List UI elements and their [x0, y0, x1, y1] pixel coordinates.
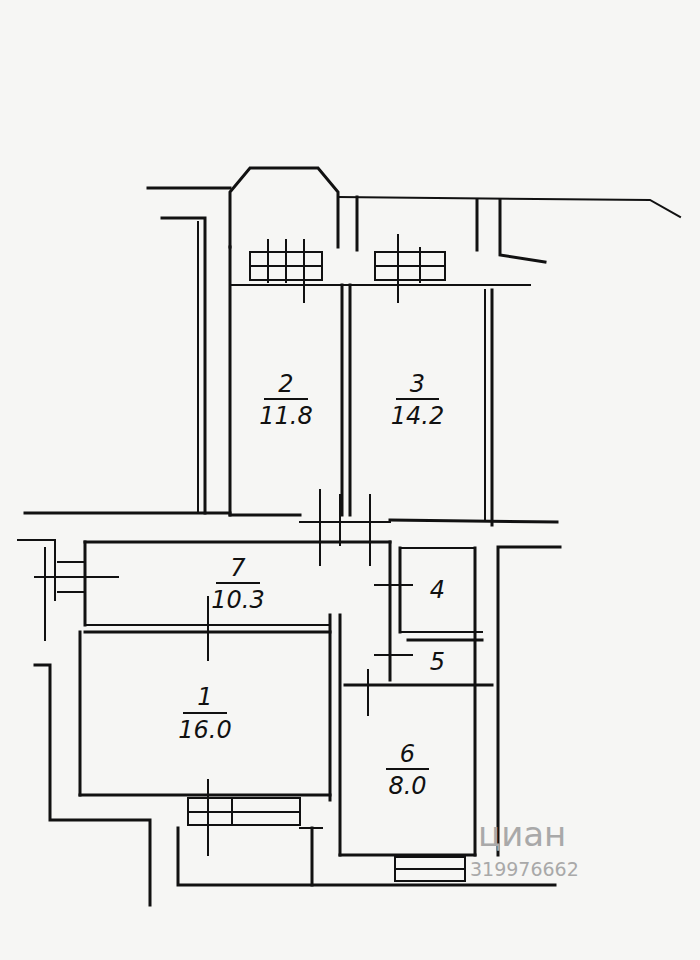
room-area: 16.0	[178, 717, 231, 743]
room: 5	[402, 642, 473, 683]
watermark: 319976662	[470, 858, 579, 880]
room-number: 3	[396, 371, 439, 400]
room-number: 2	[264, 371, 307, 400]
room: 211.8	[232, 287, 340, 513]
room: 710.3	[88, 545, 388, 623]
room: 314.2	[352, 287, 483, 513]
room-area: 8.0	[388, 773, 426, 799]
room-area: 10.3	[211, 587, 264, 613]
room-number: 1	[183, 684, 226, 713]
watermark: циан	[478, 814, 566, 854]
room: 116.0	[82, 634, 328, 793]
room: 4	[402, 550, 473, 630]
room-number: 7	[216, 555, 259, 584]
room-number: 4	[430, 577, 445, 603]
room-area: 14.2	[391, 403, 444, 429]
room-number: 6	[386, 741, 429, 770]
room: 68.0	[342, 687, 473, 853]
room-area: 11.8	[259, 403, 312, 429]
room-number: 5	[430, 649, 445, 675]
